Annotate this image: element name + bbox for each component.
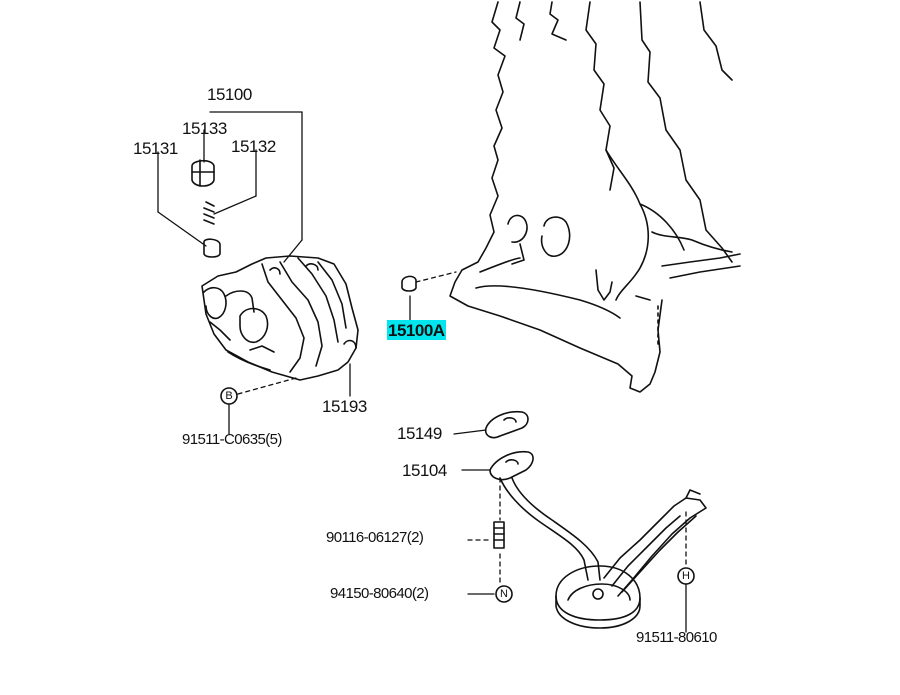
leader-lines <box>157 111 687 633</box>
part-label-15100[interactable]: 15100 <box>207 85 252 104</box>
part-label-91511-c0635[interactable]: 91511-C0635(5) <box>182 431 282 448</box>
callout-b-circle <box>220 387 238 405</box>
oil-strainer-drawing <box>484 410 707 629</box>
gasket-15100a-drawing <box>401 275 417 292</box>
callout-h-circle <box>677 567 695 585</box>
part-label-15149[interactable]: 15149 <box>397 424 442 443</box>
part-label-15104[interactable]: 15104 <box>402 461 447 480</box>
part-label-15132[interactable]: 15132 <box>231 137 276 156</box>
callout-n-letter: N <box>500 588 508 600</box>
part-label-15193[interactable]: 15193 <box>322 397 367 416</box>
part-label-15131[interactable]: 15131 <box>133 139 178 158</box>
engine-block-drawing <box>449 1 741 393</box>
bolt-90116-drawing <box>493 521 505 549</box>
callout-h-letter: H <box>682 570 690 582</box>
part-label-91511-80610[interactable]: 91511-80610 <box>636 629 717 646</box>
callout-n-circle <box>495 585 513 603</box>
callout-b-letter: B <box>225 390 233 402</box>
part-label-15100a-highlight: 15100A <box>387 320 446 340</box>
part-label-94150-80640[interactable]: 94150-80640(2) <box>330 585 429 602</box>
part-label-90116-06127[interactable]: 90116-06127(2) <box>326 529 424 546</box>
oil-pump-drawing <box>191 159 359 381</box>
part-label-15133[interactable]: 15133 <box>182 119 227 138</box>
part-label-15100a[interactable]: 15100A <box>387 320 446 340</box>
